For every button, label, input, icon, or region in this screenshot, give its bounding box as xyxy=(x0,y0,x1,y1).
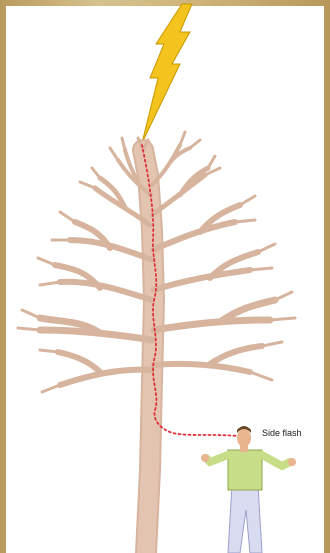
lightning-bolt-icon xyxy=(142,4,192,143)
side-flash-label: Side flash xyxy=(262,428,302,438)
person-icon xyxy=(201,426,296,553)
